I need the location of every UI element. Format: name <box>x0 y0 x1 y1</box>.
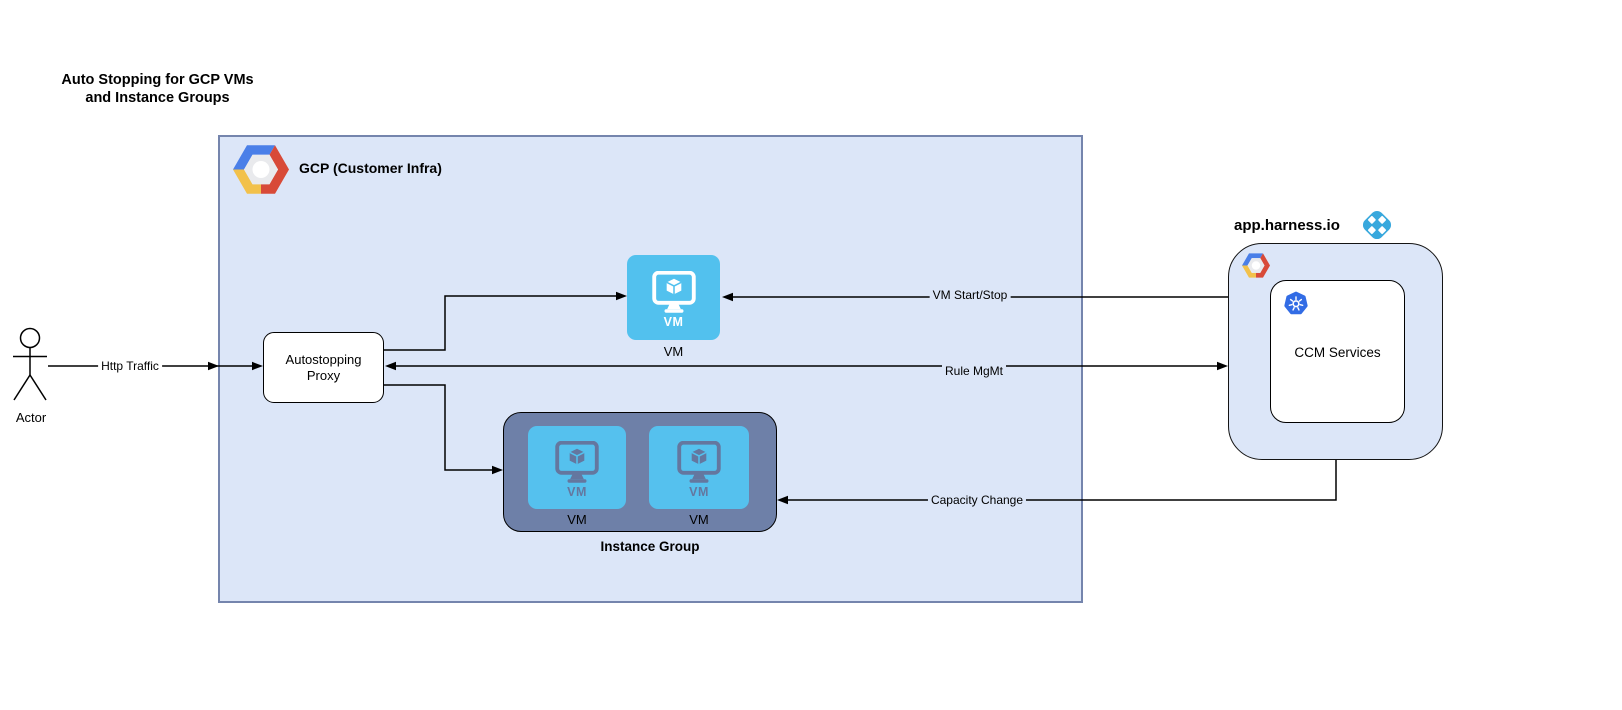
instance-group-vm-node: VM <box>528 426 626 509</box>
instance-group-vm-caption: VM <box>689 512 709 527</box>
gcp-logo-small-icon <box>1241 252 1271 279</box>
vm-inner-label: VM <box>663 314 684 329</box>
diagram-title-line2: and Instance Groups <box>85 90 230 106</box>
vm-inner-label: VM <box>567 484 587 499</box>
vm-monitor-icon <box>673 441 725 484</box>
edge-label-capacity-change: Capacity Change <box>927 492 1027 508</box>
autostopping-proxy-node: Autostopping Proxy <box>263 332 384 403</box>
vm-caption: VM <box>663 344 684 359</box>
actor-label: Actor <box>15 410 47 425</box>
actor-stick-figure <box>13 327 47 401</box>
instance-group-label: Instance Group <box>600 539 700 554</box>
vm-node: VM <box>627 255 720 340</box>
harness-box-label: app.harness.io <box>1234 217 1340 234</box>
harness-logo-icon <box>1357 206 1397 244</box>
edge-label-rule-mgmt: Rule MgMt <box>941 363 1007 379</box>
vm-monitor-icon <box>648 271 700 314</box>
gcp-logo-icon <box>231 143 291 196</box>
edge-label-http-traffic: Http Traffic <box>98 358 162 374</box>
instance-group-node: VM VM VM VM <box>503 412 777 532</box>
autostopping-proxy-label: Autostopping Proxy <box>285 351 362 383</box>
gcp-box-label: GCP (Customer Infra) <box>299 160 442 176</box>
instance-group-vm-caption: VM <box>567 512 587 527</box>
vm-inner-label: VM <box>689 484 709 499</box>
kubernetes-icon <box>1283 291 1309 317</box>
diagram-title: Auto Stopping for GCP VMs and Instance G… <box>40 71 275 107</box>
instance-group-vm-node: VM <box>649 426 749 509</box>
diagram-title-line1: Auto Stopping for GCP VMs <box>61 72 254 88</box>
ccm-services-label: CCM Services <box>1294 345 1381 360</box>
vm-monitor-icon <box>551 441 603 484</box>
edge-label-vm-start-stop: VM Start/Stop <box>929 287 1011 303</box>
